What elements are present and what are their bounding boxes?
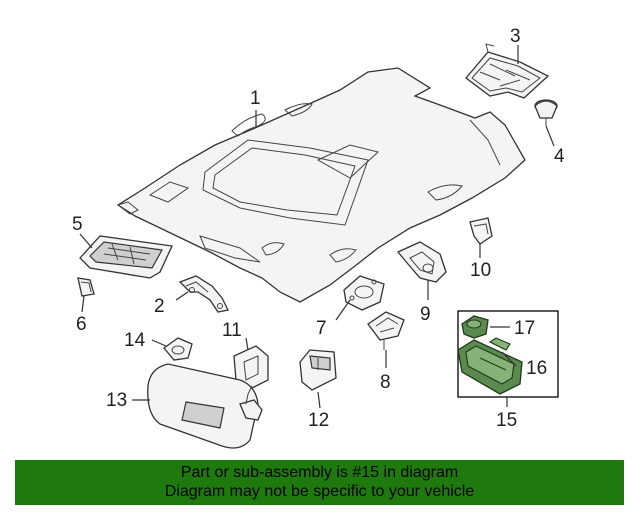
disclaimer-line-2: Diagram may not be specific to your vehi…	[164, 483, 475, 500]
callout-17: 17	[514, 318, 535, 339]
headliner-part	[116, 67, 526, 303]
sun-visor	[147, 363, 263, 449]
callout-2: 2	[154, 296, 165, 317]
part-17-socket	[461, 315, 489, 339]
switch-assembly	[299, 349, 337, 391]
callout-12: 12	[308, 410, 329, 431]
clip-bracket	[469, 217, 493, 245]
part-15-console-light	[457, 339, 523, 395]
lens-cover	[77, 277, 95, 297]
parts-diagram: 1 2 3 4 5 6 7 8 9 10 11 12 13 14 15 16 1…	[72, 26, 565, 449]
rear-bracket	[396, 241, 447, 283]
disclaimer-line-1: Part or sub-assembly is #15 in diagram	[180, 464, 459, 481]
roof-console-bracket	[465, 43, 550, 99]
callout-3: 3	[510, 26, 521, 47]
disclaimer-banner: Part or sub-assembly is #15 in diagram D…	[15, 460, 624, 505]
callout-15: 15	[496, 410, 517, 431]
callout-16: 16	[526, 358, 547, 379]
callout-13: 13	[106, 390, 127, 411]
part-16-bulb	[488, 337, 511, 351]
callout-9: 9	[420, 304, 431, 325]
retainer-clip	[534, 99, 558, 126]
map-light-assembly	[79, 235, 173, 279]
callout-8: 8	[380, 372, 391, 393]
grab-handle	[178, 275, 229, 313]
visor-clip	[163, 337, 193, 361]
leader-lines	[79, 45, 555, 409]
callout-7: 7	[316, 318, 327, 339]
callout-4: 4	[554, 146, 565, 167]
callout-5: 5	[72, 214, 83, 235]
callout-10: 10	[470, 260, 491, 281]
callout-14: 14	[124, 330, 146, 351]
callout-6: 6	[76, 314, 87, 335]
lamp-holder	[367, 311, 405, 350]
callout-1: 1	[250, 88, 261, 109]
dome-lamp	[343, 275, 385, 311]
callout-11: 11	[222, 320, 242, 341]
